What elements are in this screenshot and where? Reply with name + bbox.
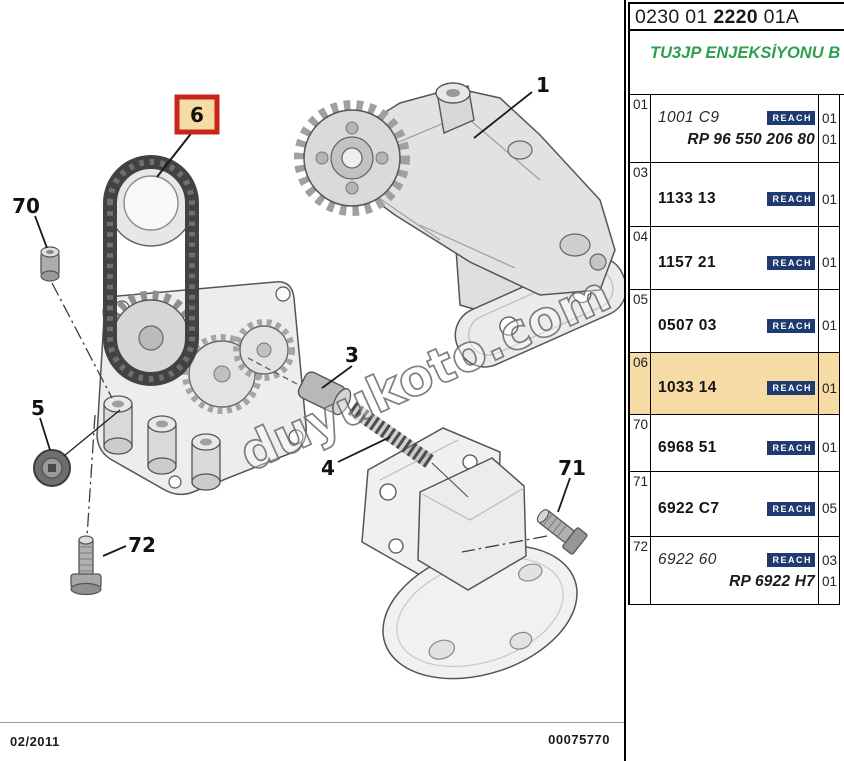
plug-part-5-illustration — [33, 449, 71, 487]
table-row-01[interactable]: 01 1001 C9 REACH RP 96 550 206 80 01 01 — [630, 95, 839, 163]
page-code-prefix: 0230 01 — [635, 6, 714, 28]
reach-badge[interactable]: REACH — [767, 552, 815, 567]
callout-70[interactable]: 70 — [12, 194, 40, 218]
part-number: 1133 13 — [658, 190, 716, 207]
callout-6[interactable]: 6 — [190, 103, 204, 127]
part-number: 6968 51 — [658, 438, 717, 456]
item-ref: 03 — [630, 163, 651, 226]
part-number: 6922 C7 — [658, 499, 720, 517]
quantity: 01 — [822, 131, 838, 147]
reach-badge[interactable]: REACH — [767, 192, 815, 206]
quantity: 01 — [822, 191, 838, 207]
quantity: 01 — [822, 380, 838, 396]
reach-badge[interactable]: REACH — [767, 501, 815, 516]
oil-pickup-cover-illustration — [361, 427, 578, 680]
reach-badge[interactable]: REACH — [767, 110, 815, 125]
part-number: 1157 21 — [658, 253, 716, 271]
replacement-part-number: RP 96 550 206 80 — [687, 130, 815, 148]
reach-badge[interactable]: REACH — [767, 440, 815, 455]
table-row-06-selected[interactable]: 06 1033 14 REACH 01 — [630, 353, 839, 415]
quantity: 01 — [822, 440, 838, 455]
parts-list-panel: 0230 01 2220 01A TU3JP ENJEKSİYONU B 01 … — [628, 2, 844, 605]
plug-part-70-illustration — [40, 246, 60, 282]
part-number: 0507 03 — [658, 316, 717, 334]
item-ref: 71 — [630, 472, 651, 536]
section-title: TU3JP ENJEKSİYONU B — [628, 31, 844, 95]
bolt-part-71-illustration — [536, 509, 588, 555]
reach-badge[interactable]: REACH — [767, 318, 815, 333]
quantity: 03 — [822, 552, 838, 568]
relief-valve-spring-part-4-illustration — [247, 357, 469, 498]
diagram-panel: 1 3 4 5 70 71 72 6 duyukoto.com 02/2011 … — [0, 73, 624, 761]
relief-valve-piston-part-3-illustration — [297, 371, 352, 416]
footer-bar: 02/2011 00075770 — [0, 722, 624, 761]
item-ref: 04 — [630, 227, 651, 289]
replacement-part-number: RP 6922 H7 — [729, 572, 815, 590]
document-number: 00075770 — [548, 732, 610, 747]
part-number: 1001 C9 — [658, 108, 720, 126]
quantity: 01 — [822, 573, 838, 589]
quantity: 05 — [822, 501, 838, 516]
quantity: 01 — [822, 318, 838, 333]
timing-chain-illustration — [103, 155, 199, 386]
table-row-70[interactable]: 70 6968 51 REACH 01 — [630, 415, 839, 472]
quantity: 01 — [822, 255, 838, 270]
panel-divider — [624, 0, 626, 761]
callout-1[interactable]: 1 — [536, 73, 550, 97]
parts-table: 01 1001 C9 REACH RP 96 550 206 80 01 01 … — [628, 95, 840, 605]
item-ref: 72 — [630, 537, 651, 604]
part-number: 6922 60 — [658, 550, 717, 568]
oil-pump-assembly-illustration — [294, 82, 624, 368]
leader-lines — [34, 91, 571, 557]
callout-4[interactable]: 4 — [321, 456, 335, 480]
callout-71[interactable]: 71 — [558, 456, 586, 480]
reach-badge[interactable]: REACH — [767, 381, 815, 395]
item-ref: 06 — [630, 353, 651, 414]
item-ref: 05 — [630, 290, 651, 352]
reach-badge[interactable]: REACH — [767, 255, 815, 270]
table-row-04[interactable]: 04 1157 21 REACH 01 — [630, 227, 839, 290]
part-number: 1033 14 — [658, 379, 717, 396]
callout-3[interactable]: 3 — [345, 343, 359, 367]
callout-6-highlight-box[interactable]: 6 — [156, 94, 220, 178]
table-row-72[interactable]: 72 6922 60 REACH RP 6922 H7 03 01 — [630, 537, 839, 605]
revision-date: 02/2011 — [10, 734, 60, 749]
callout-5[interactable]: 5 — [31, 396, 45, 420]
table-row-03[interactable]: 03 1133 13 REACH 01 — [630, 163, 839, 227]
exploded-view-drawing: 1 3 4 5 70 71 72 6 duyukoto.com — [12, 73, 624, 680]
quantity: 01 — [822, 110, 838, 126]
page-code-figure: 2220 — [713, 6, 758, 28]
table-row-71[interactable]: 71 6922 C7 REACH 05 — [630, 472, 839, 537]
bolt-part-72-illustration — [70, 535, 102, 596]
axis-lines — [51, 282, 548, 553]
item-ref: 01 — [630, 95, 651, 162]
item-ref: 70 — [630, 415, 651, 471]
callout-72[interactable]: 72 — [128, 533, 156, 557]
page-code: 0230 01 2220 01A — [628, 2, 844, 31]
page-code-suffix: 01A — [757, 6, 800, 28]
table-row-05[interactable]: 05 0507 03 REACH 01 — [630, 290, 839, 353]
